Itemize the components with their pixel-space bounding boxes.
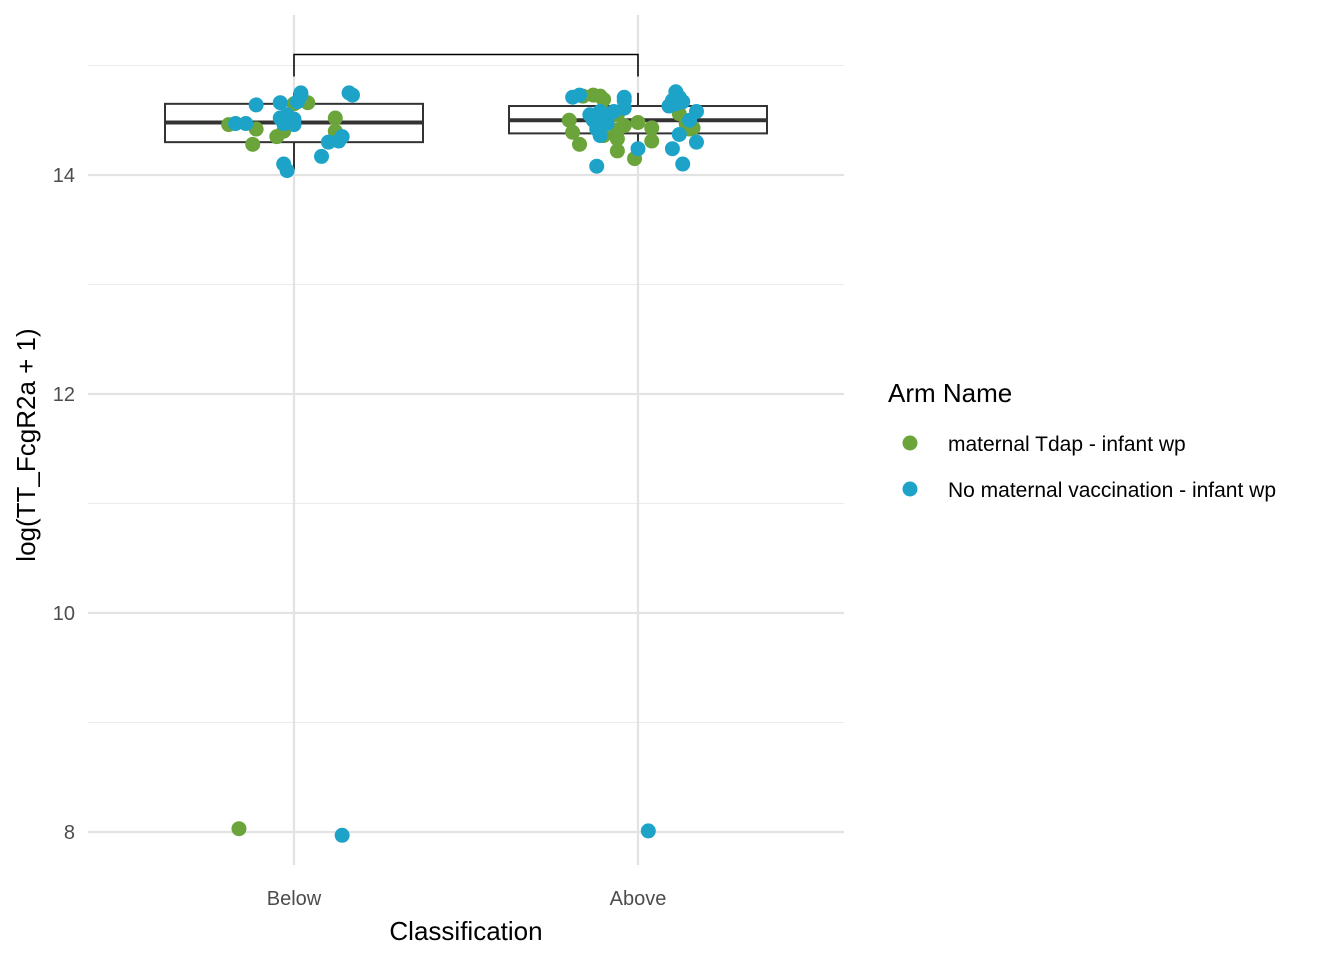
- data-point: [572, 136, 588, 152]
- legend-marker-no-vaccination: [902, 481, 918, 497]
- bracket-line: [293, 53, 639, 77]
- data-point: [245, 136, 261, 152]
- data-point: [609, 143, 625, 159]
- data-point: [675, 94, 691, 110]
- y-axis-title: log(TT_FcgR2a + 1): [11, 328, 41, 561]
- data-points: [221, 84, 704, 843]
- data-point: [314, 148, 330, 164]
- data-point: [228, 116, 244, 132]
- data-point: [688, 103, 704, 119]
- x-axis-title: Classification: [389, 916, 542, 946]
- data-point: [231, 821, 247, 837]
- data-point: [640, 823, 656, 839]
- data-point: [589, 158, 605, 174]
- y-tick-label: 10: [53, 603, 75, 625]
- legend-title: Arm Name: [888, 378, 1012, 408]
- y-tick-label: 8: [64, 822, 75, 844]
- data-point: [344, 87, 360, 103]
- data-point: [279, 163, 295, 179]
- data-point: [630, 141, 646, 157]
- data-point: [609, 131, 625, 147]
- data-point: [561, 112, 577, 128]
- data-point: [238, 116, 254, 132]
- y-tick-label: 14: [53, 165, 75, 187]
- data-point: [630, 114, 646, 130]
- data-point: [248, 97, 264, 113]
- comparison-bracket: [293, 53, 639, 77]
- data-point: [565, 124, 581, 140]
- data-point: [675, 156, 691, 172]
- data-point: [616, 89, 632, 105]
- data-point: [286, 111, 302, 127]
- legend-marker-tdap: [902, 435, 918, 451]
- data-point: [572, 87, 588, 103]
- data-point: [334, 827, 350, 843]
- legend-label-no-vaccination: No maternal vaccination - infant wp: [948, 479, 1276, 502]
- data-point: [272, 95, 288, 111]
- data-point: [599, 116, 615, 132]
- legend-label-tdap: maternal Tdap - infant wp: [948, 433, 1186, 456]
- data-point: [644, 120, 660, 136]
- data-point: [592, 128, 608, 144]
- data-point: [592, 88, 608, 104]
- x-tick-label: Below: [267, 888, 322, 910]
- data-point: [327, 110, 343, 126]
- data-point: [334, 129, 350, 145]
- data-point: [688, 134, 704, 150]
- data-point: [293, 85, 309, 101]
- x-tick-label: Above: [610, 888, 667, 910]
- data-point: [671, 126, 687, 142]
- legend: Arm Name maternal Tdap - infant wp No ma…: [888, 378, 1276, 502]
- data-point: [664, 141, 680, 157]
- grid-lines: [88, 15, 844, 865]
- y-tick-label: 12: [53, 384, 75, 406]
- data-point: [644, 133, 660, 149]
